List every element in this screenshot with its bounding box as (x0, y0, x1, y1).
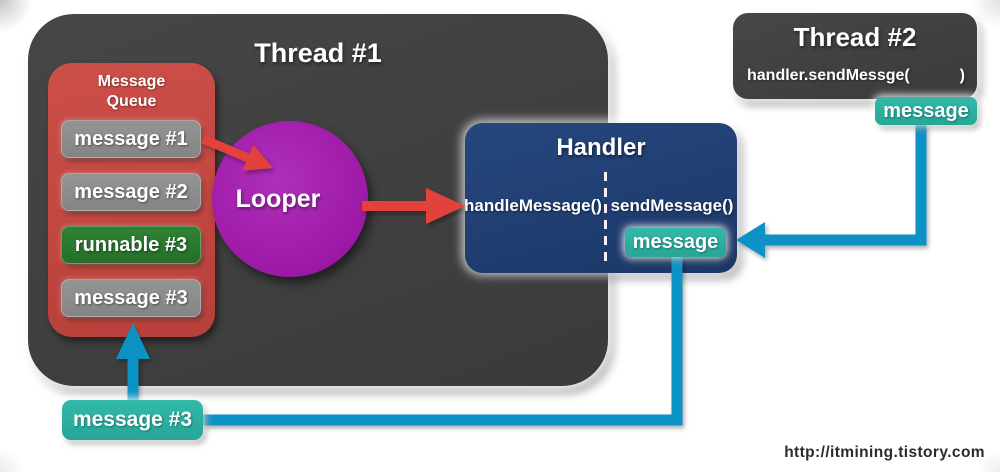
thread2-message-badge: message (875, 97, 977, 125)
send-message-method: sendMessage() (610, 196, 734, 215)
handler-message-badge: message (625, 228, 726, 257)
thread2-code-open: handler.sendMessge( (747, 67, 910, 84)
thread2-box: Thread #2 handler.sendMessge( ) (733, 13, 977, 99)
thread2-code: handler.sendMessge( ) (747, 67, 965, 85)
looper-label: Looper (235, 184, 321, 213)
message-queue-title-line1: Message (97, 73, 166, 90)
thread2-code-close: ) (959, 67, 965, 84)
queued-message-badge: message #3 (62, 400, 203, 440)
queue-item-runnable-3: runnable #3 (61, 226, 201, 264)
message-queue-box: Message Queue message #1 message #2 runn… (48, 63, 215, 337)
site-url: http://itmining.tistory.com (784, 444, 985, 461)
message-queue-title-line2: Queue (106, 93, 157, 110)
message-queue-items: message #1 message #2 runnable #3 messag… (61, 120, 201, 317)
queue-item-message-3: message #3 (61, 279, 201, 317)
handle-message-method: handleMessage() (464, 196, 602, 215)
looper-circle: Looper (212, 121, 368, 277)
queue-item-message-2: message #2 (61, 173, 201, 211)
handler-divider (604, 172, 607, 262)
queue-item-message-1: message #1 (61, 120, 201, 158)
handler-title: Handler (556, 134, 646, 161)
thread1-title: Thread #1 (254, 38, 382, 68)
thread2-title: Thread #2 (793, 22, 917, 52)
message-queue-title: Message Queue (48, 72, 215, 112)
arrow-thread2-to-handler (736, 123, 927, 258)
